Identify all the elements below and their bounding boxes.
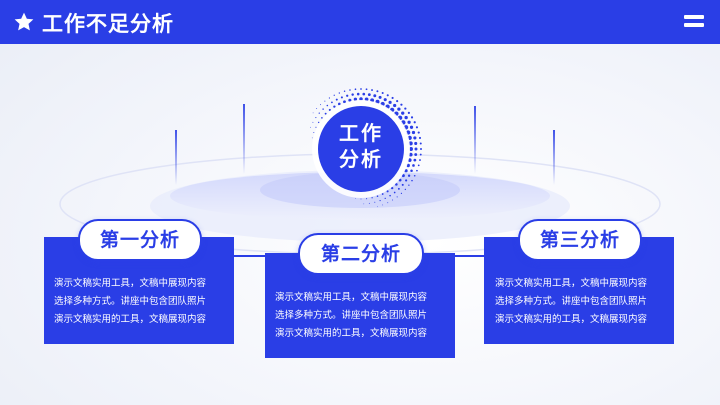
card-first-text: 演示文稿实用工具，文稿中展现内容 选择多种方式。讲座中包含团队照片 演示文稿实用… <box>54 275 206 329</box>
center-title: 工作 分析 <box>318 120 404 172</box>
card-first-line: 选择多种方式。讲座中包含团队照片 <box>54 296 207 307</box>
card-first-line: 演示文稿实用的工具，文稿展现内容 <box>54 314 207 325</box>
page-title: 工作不足分析 <box>42 12 174 36</box>
card-second-text: 演示文稿实用工具，文稿中展现内容 选择多种方式。讲座中包含团队照片 演示文稿实用… <box>275 289 427 343</box>
background-decoration <box>59 88 661 257</box>
card-second-line: 选择多种方式。讲座中包含团队照片 <box>275 310 428 321</box>
card-third-title: 第三分析 <box>518 219 642 261</box>
dotted-ring <box>310 88 422 208</box>
card-third-line: 演示文稿实用工具，文稿中展现内容 <box>495 278 648 289</box>
star-icon <box>14 12 34 31</box>
card-third-line: 选择多种方式。讲座中包含团队照片 <box>495 296 648 307</box>
card-first-title: 第一分析 <box>78 219 202 261</box>
card-third-text: 演示文稿实用工具，文稿中展现内容 选择多种方式。讲座中包含团队照片 演示文稿实用… <box>495 275 647 329</box>
center-title-line1: 工作 <box>339 121 383 145</box>
header-bar: 工作不足分析 <box>0 0 720 44</box>
card-third-line: 演示文稿实用的工具，文稿展现内容 <box>495 314 648 325</box>
center-title-line2: 分析 <box>339 147 383 171</box>
card-second-line: 演示文稿实用的工具，文稿展现内容 <box>275 328 428 339</box>
card-first-line: 演示文稿实用工具，文稿中展现内容 <box>54 278 207 289</box>
card-second-title: 第二分析 <box>298 233 424 275</box>
card-second-line: 演示文稿实用工具，文稿中展现内容 <box>275 292 428 303</box>
menu-icon[interactable] <box>684 15 706 29</box>
center-badge <box>318 106 404 192</box>
